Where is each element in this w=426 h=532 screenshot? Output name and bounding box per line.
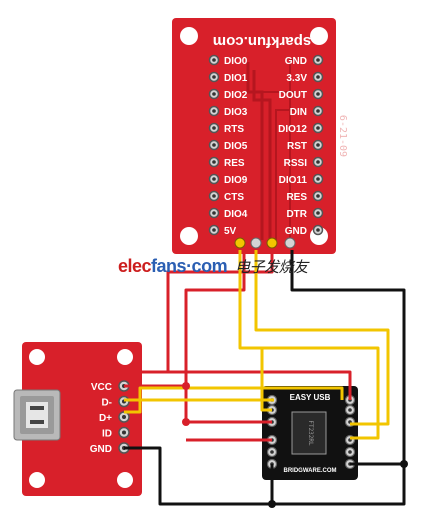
- xbee-side-label: 6-21-09: [337, 115, 348, 157]
- xbee-right-pin-label: DIO11: [279, 175, 308, 186]
- usb-pin-label: VCC: [91, 382, 112, 393]
- usb-pin-label: D-: [101, 398, 112, 409]
- ft232-chip: FT232RL: [291, 411, 327, 455]
- easy-usb-title: EASY USB: [290, 393, 331, 402]
- mini-usb-connector: [13, 389, 61, 441]
- usb-pin-label: D+: [99, 413, 112, 424]
- wire-red-easy-vcc: [124, 370, 352, 400]
- watermark-chinese: 电子发烧友: [235, 258, 308, 276]
- xbee-left-pin-label: 5V: [224, 226, 237, 237]
- watermark-com: ·com: [186, 256, 228, 276]
- watermark-fans: fans: [151, 256, 187, 276]
- xbee-left-pin-label: DIO9: [224, 175, 248, 186]
- xbee-left-pin-label: DIO4: [224, 209, 248, 220]
- xbee-right-pin-label: GND: [285, 56, 307, 67]
- junction-black-2: [268, 500, 276, 508]
- wire-yellow-din: [238, 250, 380, 440]
- xbee-left-pin-label: CTS: [224, 192, 244, 203]
- xbee-breakout-board: sparkfun.com 6-21-09 DIO0DIO1DIO2DIO3RTS…: [172, 18, 348, 254]
- usb-pin-label: GND: [90, 444, 112, 455]
- xbee-left-pin-label: RES: [224, 158, 245, 169]
- xbee-right-pin-label: 3.3V: [286, 73, 307, 84]
- wire-yellow-easy-a: [260, 348, 272, 412]
- xbee-left-pin-label: DIO2: [224, 90, 248, 101]
- xbee-left-pin-label: DIO3: [224, 107, 248, 118]
- watermark: elecfans·com 电子发烧友: [118, 256, 308, 277]
- wire-yellow-dout: [254, 250, 390, 426]
- xbee-right-pin-label: RSSI: [284, 158, 308, 169]
- chip-label: FT232RL: [307, 420, 314, 446]
- junction-red-1: [182, 382, 190, 390]
- easy-usb-board: EASY USB FT232RL BRIDGWARE.COM: [262, 386, 358, 480]
- usb-breakout-board: VCC D- D+ ID GND: [13, 342, 142, 496]
- xbee-brand-label: sparkfun.com: [213, 33, 311, 50]
- wire-red-5v: [124, 250, 246, 388]
- xbee-right-pin-label: DIO12: [278, 124, 307, 135]
- xbee-left-pin-label: DIO1: [224, 73, 248, 84]
- usb-pin-label: ID: [102, 429, 112, 440]
- xbee-right-pin-label: RST: [287, 141, 307, 152]
- wires: [124, 250, 408, 508]
- watermark-elec: elec: [118, 256, 152, 276]
- wire-red-vcc-branch: [184, 386, 272, 424]
- junction-black-1: [400, 460, 408, 468]
- xbee-left-pin-label: DIO5: [224, 141, 248, 152]
- wire-yellow-d-plus: [124, 386, 344, 414]
- xbee-right-pin-label: DIN: [290, 107, 307, 118]
- xbee-right-pin-label: RES: [286, 192, 307, 203]
- junction-red-2: [182, 418, 190, 426]
- xbee-left-pin-label: RTS: [224, 124, 244, 135]
- xbee-right-pin-label: GND: [285, 226, 307, 237]
- xbee-right-pin-label: DOUT: [279, 90, 307, 101]
- xbee-right-pin-label: DTR: [286, 209, 307, 220]
- easy-usb-footer: BRIDGWARE.COM: [284, 468, 337, 474]
- wire-black-gnd: [124, 250, 406, 506]
- xbee-left-pin-label: DIO0: [224, 56, 248, 67]
